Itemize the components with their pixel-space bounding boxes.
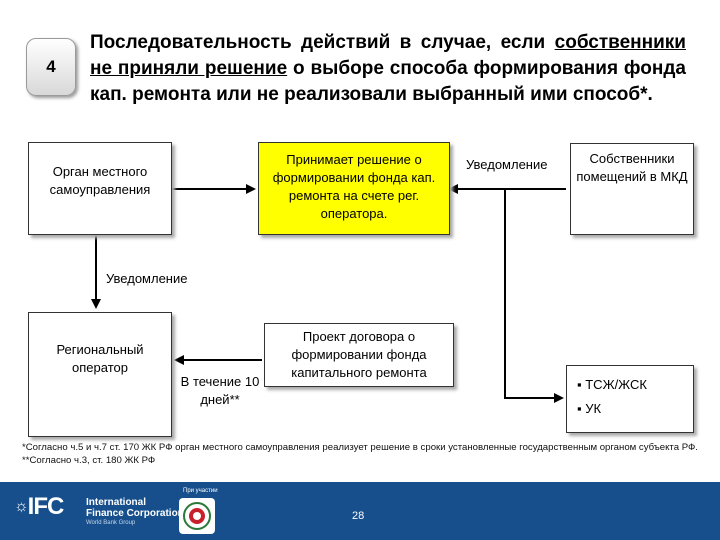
node-contract: Проект договора о формировании фонда кап… bbox=[264, 323, 454, 387]
node-owners-label: Собственники помещений в МКД bbox=[576, 151, 688, 184]
option-label: ТСЖ/ЖСК bbox=[585, 377, 647, 392]
partner-label: При участии bbox=[183, 488, 218, 494]
footnotes: *Согласно ч.5 и ч.7 ст. 170 ЖК РФ орган … bbox=[22, 441, 712, 467]
heading-underlined: собственники не приняли решение bbox=[90, 32, 686, 79]
ifc-org-sub: World Bank Group bbox=[86, 520, 136, 526]
edge-label-notification-top: Уведомление bbox=[466, 157, 548, 172]
option-label: УК bbox=[585, 401, 602, 416]
option-item: ▪ ТСЖ/ЖСК bbox=[577, 377, 647, 392]
heading-part1: Последовательность действий в случае, ес… bbox=[90, 32, 555, 53]
node-owners: Собственники помещений в МКД bbox=[570, 143, 694, 235]
edge-label-within-days: В течение 10 дней** bbox=[180, 374, 260, 407]
ifc-logo-mark: IFC bbox=[27, 493, 65, 520]
slide-number: 4 bbox=[46, 57, 56, 76]
node-local-government: Орган местного самоуправления bbox=[28, 142, 172, 235]
node-regional-operator-label: Региональный оператор bbox=[56, 342, 144, 375]
org-name-line2: Finance Corporation bbox=[86, 508, 184, 519]
node-regional-operator: Региональный оператор bbox=[28, 312, 172, 437]
slide-heading: Последовательность действий в случае, ес… bbox=[90, 30, 686, 108]
option-item: ▪ УК bbox=[577, 401, 602, 416]
edge-label-notification-left: Уведомление bbox=[106, 271, 188, 286]
arrow-to-options bbox=[504, 189, 564, 403]
slide-number-badge: 4 bbox=[26, 38, 76, 96]
node-local-government-label: Орган местного самоуправления bbox=[49, 164, 151, 197]
footer-bar bbox=[0, 482, 720, 540]
page-number: 28 bbox=[352, 510, 365, 522]
footnote-2: **Согласно ч.3, ст. 180 ЖК РФ bbox=[22, 455, 156, 466]
org-name-line1: International bbox=[86, 497, 147, 508]
node-decision: Принимает решение о формировании фонда к… bbox=[258, 142, 450, 235]
node-decision-label: Принимает решение о формировании фонда к… bbox=[272, 152, 436, 221]
footnote-1: *Согласно ч.5 и ч.7 ст. 170 ЖК РФ орган … bbox=[22, 442, 698, 453]
ifc-logo: ☼IFC bbox=[14, 493, 65, 520]
node-options: ▪ ТСЖ/ЖСК ▪ УК bbox=[566, 365, 694, 433]
node-contract-label: Проект договора о формировании фонда кап… bbox=[291, 329, 427, 380]
heading-part2: о выборе способа формирования фонда кап.… bbox=[90, 58, 686, 105]
partner-emblem-icon bbox=[179, 498, 215, 534]
